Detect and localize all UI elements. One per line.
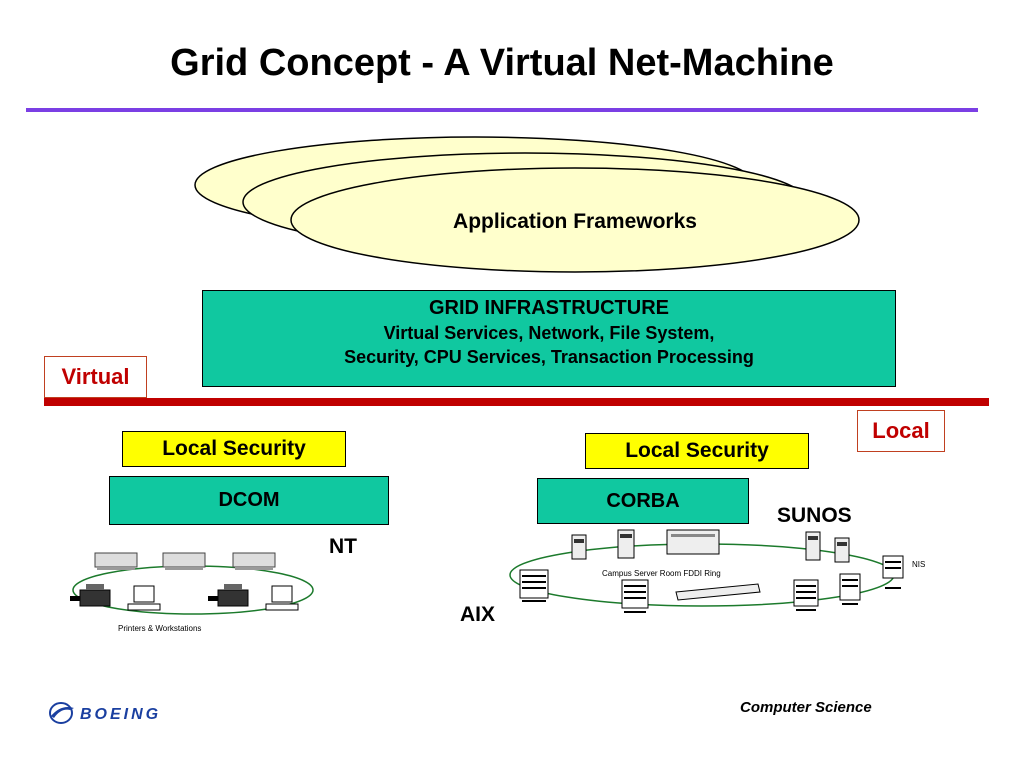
grid-infrastructure-line2: Virtual Services, Network, File System,: [383, 323, 715, 343]
rack-server-icon: [839, 573, 861, 605]
virtual-tag: Virtual: [44, 356, 147, 398]
footer-department: Computer Science: [740, 699, 872, 716]
boeing-logo-icon: BOEING: [49, 702, 161, 724]
title-underline: [26, 108, 978, 112]
boeing-logo-text: BOEING: [80, 706, 161, 723]
network-device-icon: [675, 583, 761, 601]
page-title: Grid Concept - A Virtual Net-Machine: [170, 42, 834, 84]
grid-infrastructure-line3: Security, CPU Services, Transaction Proc…: [344, 347, 754, 367]
sunos-label: SUNOS: [777, 504, 852, 527]
rack-server-icon: [621, 579, 649, 613]
virtual-local-divider: [44, 398, 989, 406]
grid-infrastructure-heading: GRID INFRASTRUCTURE: [429, 297, 669, 319]
server-tower-icon: [617, 529, 635, 559]
rack-server-icon: [793, 579, 819, 611]
grid-infrastructure-box: GRID INFRASTRUCTURE Virtual Services, Ne…: [202, 290, 896, 387]
printer-icon: [208, 584, 249, 607]
network-device-icon: [162, 552, 206, 570]
rack-server-icon: [882, 555, 904, 589]
nt-label: NT: [329, 535, 357, 558]
dcom-box: DCOM: [109, 476, 389, 525]
corba-box: CORBA: [537, 478, 749, 524]
fddi-ring-caption: Campus Server Room FDDI Ring: [602, 569, 721, 578]
network-device-icon: [94, 552, 138, 570]
framework-ellipse-front: [290, 167, 860, 273]
local-security-left: Local Security: [122, 431, 346, 467]
network-device-icon: [232, 552, 276, 570]
printer-icon: [70, 584, 111, 607]
server-tower-icon: [834, 537, 850, 563]
frameworks-label: Application Frameworks: [453, 210, 697, 233]
printers-workstations-caption: Printers & Workstations: [118, 624, 202, 633]
server-tower-icon: [571, 534, 587, 560]
workstation-icon: [127, 585, 161, 611]
server-tower-icon: [805, 531, 821, 561]
workstation-icon: [265, 585, 299, 611]
local-tag: Local: [857, 410, 945, 452]
rack-server-icon: [519, 569, 549, 602]
aix-label: AIX: [460, 603, 496, 626]
local-security-right: Local Security: [585, 433, 809, 469]
nis-caption: NIS: [912, 560, 926, 569]
network-device-icon: [666, 529, 720, 555]
